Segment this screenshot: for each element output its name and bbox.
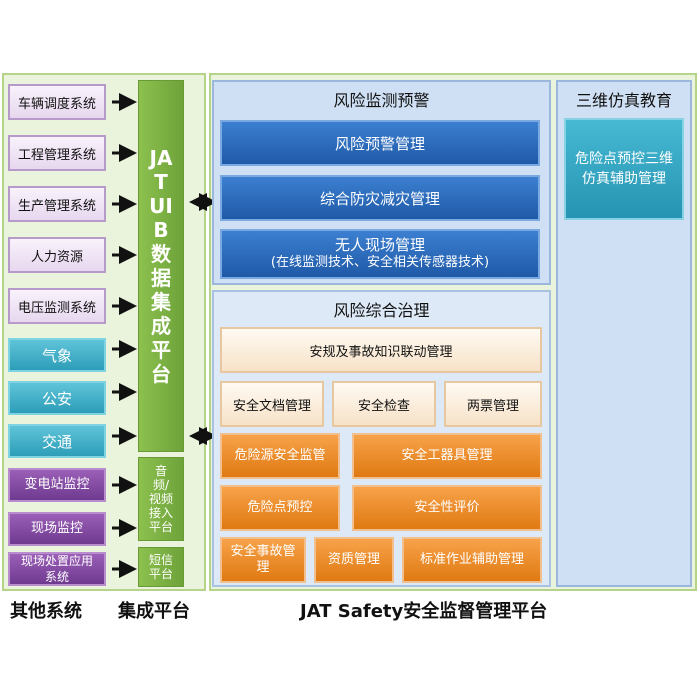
- risk-monitor-title: 风险监测预警: [333, 91, 430, 110]
- system-production[interactable]: 生产管理系统: [8, 186, 106, 222]
- simulation-title: 三维仿真教育: [575, 91, 672, 110]
- safety-docs-button[interactable]: 安全文档管理: [220, 381, 324, 427]
- system-weather[interactable]: 气象: [8, 338, 106, 372]
- risk-govern-title: 风险综合治理: [333, 301, 430, 320]
- footer-other-systems: 其他系统: [10, 601, 82, 622]
- simulation-risk-button[interactable]: 危险点预控三维仿真辅助管理: [564, 118, 684, 220]
- safety-inspection-button[interactable]: 安全检查: [332, 381, 436, 427]
- standard-operation-button[interactable]: 标准作业辅助管理: [402, 537, 542, 583]
- knowledge-linkage-button[interactable]: 安规及事故知识联动管理: [220, 327, 542, 373]
- two-tickets-button[interactable]: 两票管理: [444, 381, 542, 427]
- qualification-button[interactable]: 资质管理: [314, 537, 394, 583]
- platform-label: JAT UIB 数据集成平台: [149, 146, 173, 386]
- system-site-monitor[interactable]: 现场监控: [8, 512, 106, 546]
- system-traffic[interactable]: 交通: [8, 424, 106, 458]
- disaster-prevention-button[interactable]: 综合防灾减灾管理: [220, 175, 540, 221]
- system-engineering[interactable]: 工程管理系统: [8, 135, 106, 171]
- system-vehicle-dispatch[interactable]: 车辆调度系统: [8, 84, 106, 120]
- system-hr[interactable]: 人力资源: [8, 237, 106, 273]
- sms-platform[interactable]: 短信平台: [138, 547, 184, 587]
- system-substation-monitor[interactable]: 变电站监控: [8, 468, 106, 502]
- footer-integration: 集成平台: [118, 601, 190, 622]
- safety-tools-button[interactable]: 安全工器具管理: [352, 433, 542, 479]
- unmanned-site-button[interactable]: 无人现场管理 (在线监测技术、安全相关传感器技术): [220, 229, 540, 279]
- system-onsite-response[interactable]: 现场处置应用系统: [8, 552, 106, 586]
- footer-safety-platform: JAT Safety安全监督管理平台: [300, 601, 548, 622]
- system-voltage-monitor[interactable]: 电压监测系统: [8, 288, 106, 324]
- risk-warning-button[interactable]: 风险预警管理: [220, 120, 540, 166]
- accident-management-button[interactable]: 安全事故管理: [220, 537, 306, 583]
- av-access-platform[interactable]: 音频/视频接入平台: [138, 457, 184, 541]
- hazard-supervision-button[interactable]: 危险源安全监管: [220, 433, 340, 479]
- data-integration-platform[interactable]: JAT UIB 数据集成平台: [138, 80, 184, 452]
- risk-point-control-button[interactable]: 危险点预控: [220, 485, 340, 531]
- system-police[interactable]: 公安: [8, 381, 106, 415]
- safety-evaluation-button[interactable]: 安全性评价: [352, 485, 542, 531]
